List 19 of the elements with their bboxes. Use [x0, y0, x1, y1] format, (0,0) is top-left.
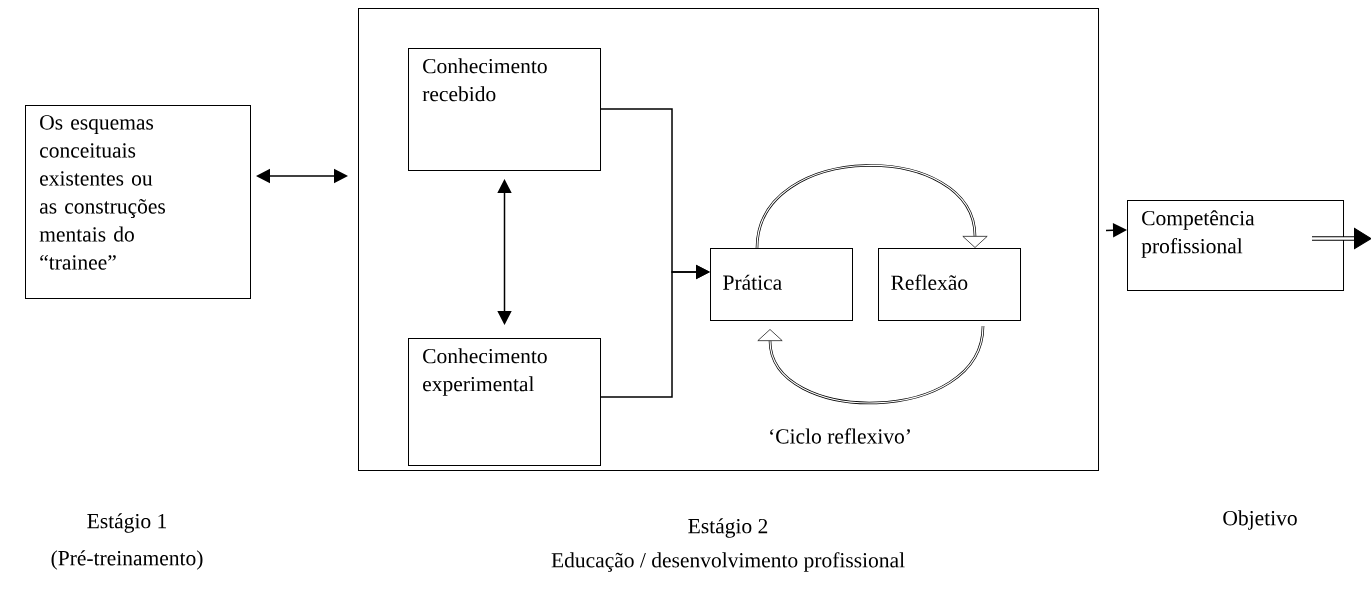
caption-text: ‘Ciclo reflexivo’ — [770, 428, 910, 444]
caption-text: Estágio 1 — [87, 513, 167, 533]
process-box: Reflexão — [878, 248, 1021, 321]
process-box: Os esquemas conceituais existentes ou as construções mentais do “trainee” — [25, 105, 251, 299]
caption-text: Objetivo — [1223, 510, 1297, 530]
caption-text: (Pré-treinamento) — [51, 550, 203, 570]
process-box: Conhecimento recebido — [408, 48, 601, 171]
caption-text: Educação / desenvolvimento profissional — [551, 552, 905, 572]
arrow — [1312, 227, 1371, 250]
process-box: Conhecimento experimental — [408, 338, 601, 466]
caption-text: Estágio 2 — [688, 518, 768, 538]
arrow — [497, 179, 512, 325]
stage-frame — [358, 8, 1099, 471]
process-box: Competência profissional — [1127, 200, 1344, 291]
process-box: Prática — [710, 248, 853, 321]
arrow — [755, 164, 988, 249]
arrow — [600, 264, 710, 398]
arrow — [757, 325, 985, 405]
arrow — [256, 168, 348, 184]
